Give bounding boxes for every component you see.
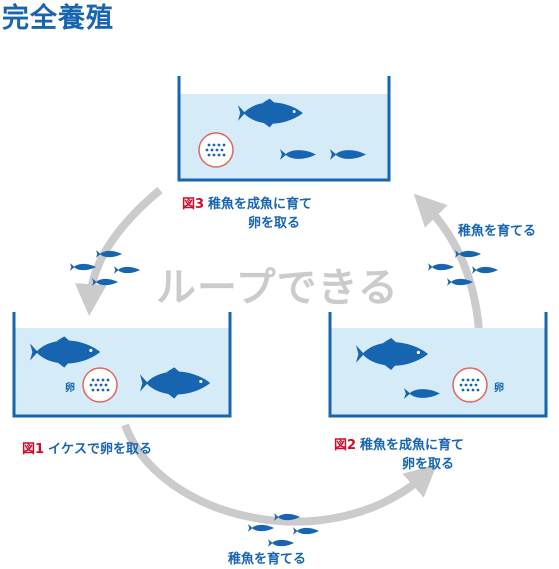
transition-right-label: 稚魚を育てる xyxy=(458,224,537,239)
tank-3 xyxy=(177,76,391,182)
egg-cluster xyxy=(198,132,234,168)
egg-label: 卵 xyxy=(65,383,75,394)
step-1-text: イケスで卵を取る xyxy=(48,442,153,457)
step-1-fig: 図1 xyxy=(22,442,45,457)
egg-cluster xyxy=(452,367,488,403)
step-3-fig: 図3 xyxy=(182,197,205,212)
step-2-fig: 図2 xyxy=(334,438,357,453)
egg-label: 卵 xyxy=(494,383,504,394)
step-3-line2: 卵を取る xyxy=(248,216,301,231)
arrow-top-to-left xyxy=(74,186,163,316)
step-2-line2: 卵を取る xyxy=(402,457,455,472)
step-2-line1: 稚魚を成魚に育て xyxy=(360,438,465,453)
page-title: 完全養殖 xyxy=(2,3,114,34)
loop-label: ループできる xyxy=(156,265,399,311)
tank-1 xyxy=(12,312,232,418)
egg-cluster xyxy=(82,367,118,403)
juvenile-group-left xyxy=(70,250,140,286)
transition-bottom-label: 稚魚を育てる xyxy=(228,552,307,567)
step-3-line1: 稚魚を成魚に育て xyxy=(208,197,313,212)
tank-2 xyxy=(328,312,548,418)
arrow-left-to-right xyxy=(121,423,437,526)
